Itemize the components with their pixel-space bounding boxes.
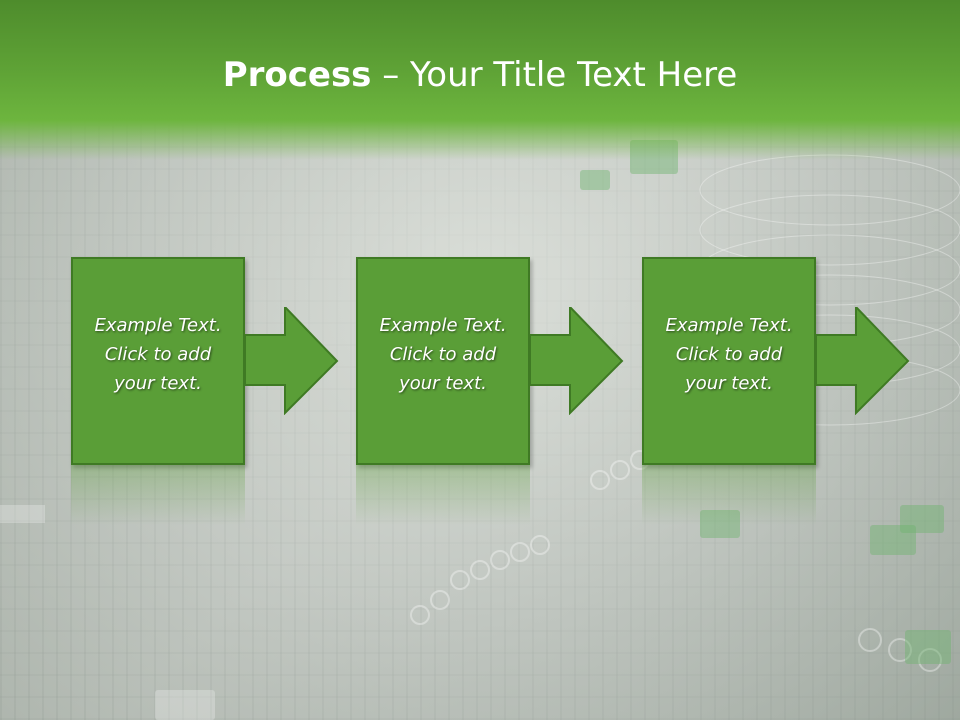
step-2-text[interactable]: Example Text. Click to add your text. bbox=[379, 315, 507, 394]
title-rest: – Your Title Text Here bbox=[371, 55, 738, 95]
title-bar bbox=[0, 0, 960, 160]
step-1-text[interactable]: Example Text. Click to add your text. bbox=[94, 315, 222, 394]
arrow-right-icon bbox=[530, 307, 624, 415]
step-3-reflection bbox=[642, 465, 816, 525]
slide-title[interactable]: Process – Your Title Text Here bbox=[0, 50, 960, 100]
step-3-text[interactable]: Example Text. Click to add your text. bbox=[665, 315, 793, 394]
arrow-right-icon bbox=[816, 307, 910, 415]
arrow-right-icon bbox=[245, 307, 339, 415]
step-1-reflection bbox=[71, 465, 245, 525]
step-2-reflection bbox=[356, 465, 530, 525]
process-step-3[interactable]: Example Text. Click to add your text. bbox=[642, 257, 816, 465]
process-step-2[interactable]: Example Text. Click to add your text. bbox=[356, 257, 530, 465]
title-bold: Process bbox=[222, 55, 372, 95]
process-step-1[interactable]: Example Text. Click to add your text. bbox=[71, 257, 245, 465]
